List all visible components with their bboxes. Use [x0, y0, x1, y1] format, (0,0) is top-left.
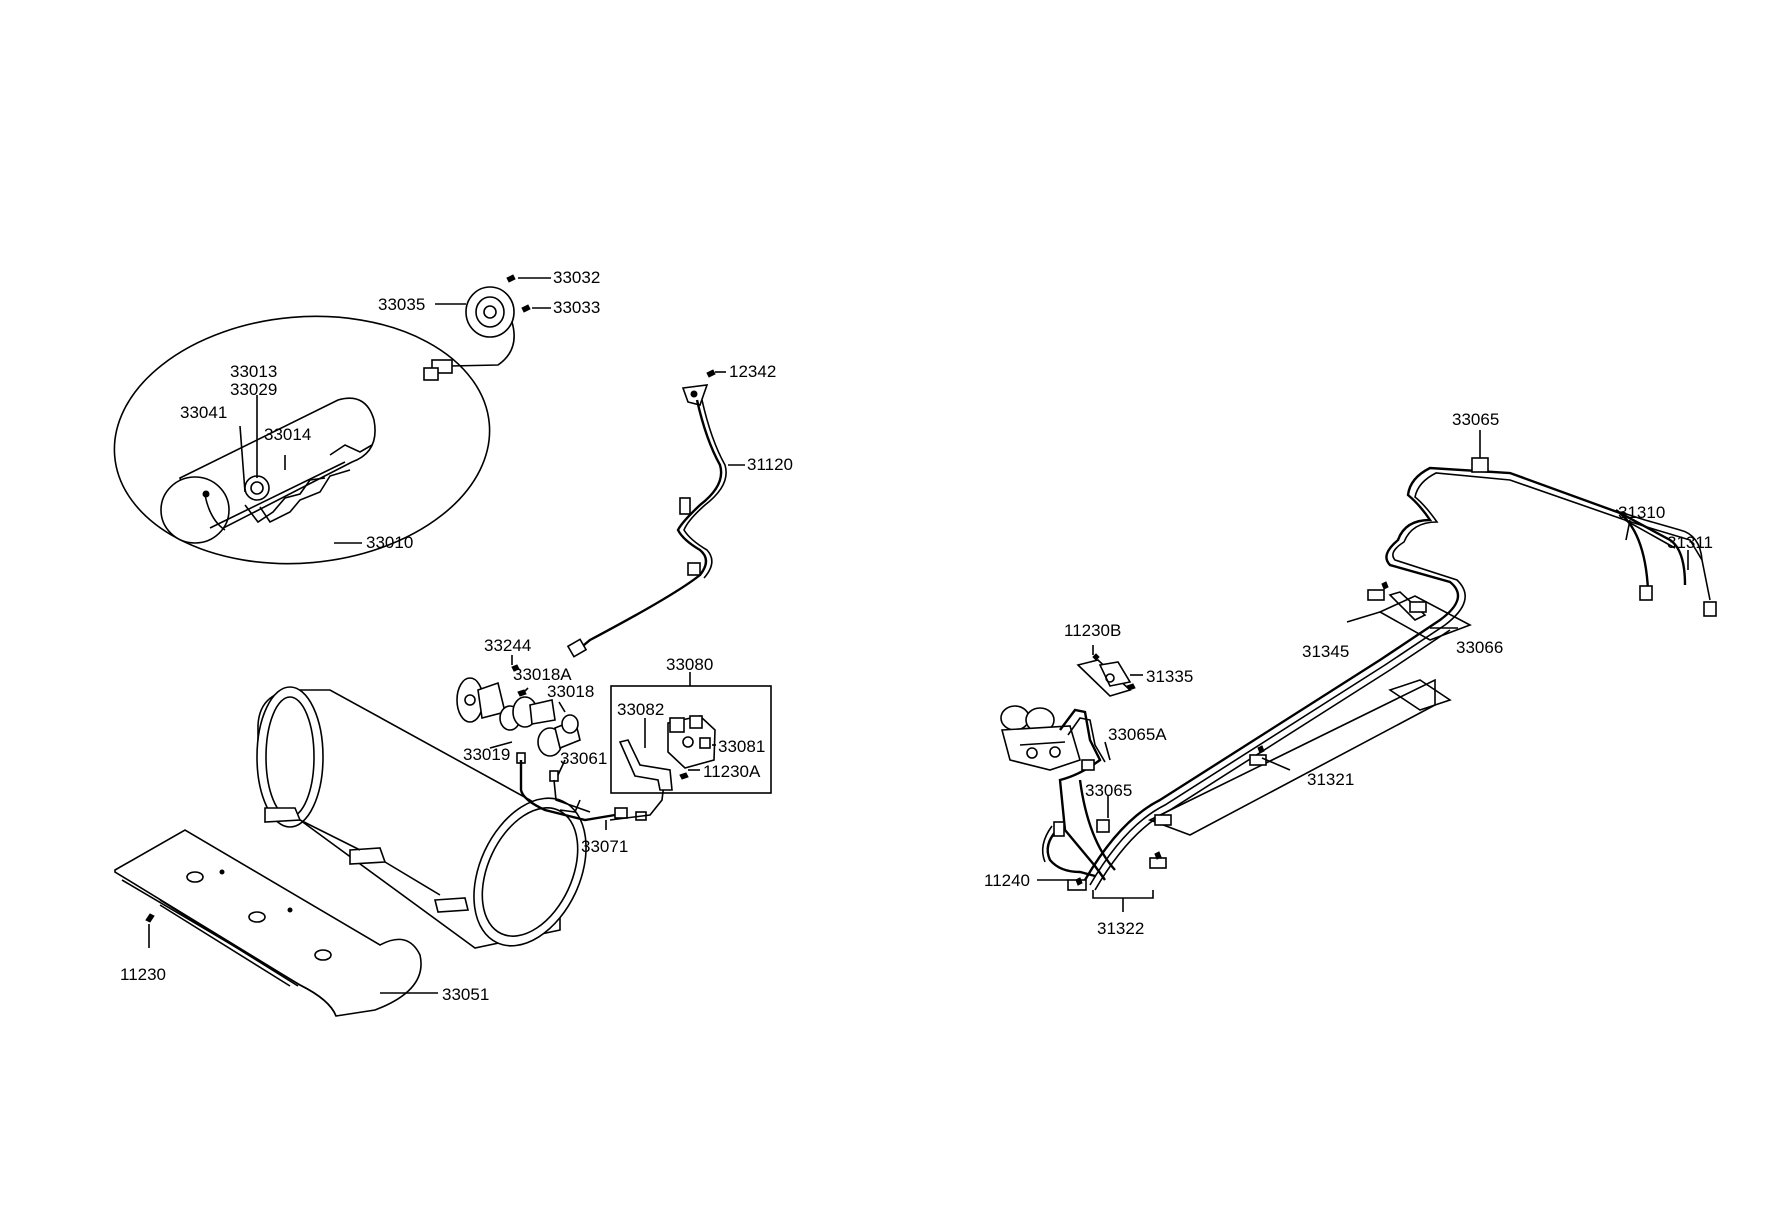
clip-bracket-upper: [1388, 679, 1452, 711]
valve-cluster: [1000, 653, 1136, 881]
label-33018: 33018: [547, 682, 594, 701]
part-number-labels: 33032 33035 33033 12342 33013 33029 3304…: [120, 268, 1713, 1004]
label-33032: 33032: [553, 268, 600, 287]
label-33033: 33033: [553, 298, 600, 317]
label-33244: 33244: [484, 636, 531, 655]
screw-33032: [506, 274, 516, 283]
label-31345: 31345: [1302, 642, 1349, 661]
label-33041: 33041: [180, 403, 227, 422]
label-33029: 33029: [230, 380, 277, 399]
label-31321: 31321: [1307, 770, 1354, 789]
brake-line-run: [1083, 457, 1717, 891]
label-33071: 33071: [581, 837, 628, 856]
clip-bracket-31321: [1147, 678, 1436, 836]
valve-group-box: [610, 685, 772, 794]
label-31120: 31120: [747, 455, 793, 474]
large-air-tank: [256, 686, 587, 949]
clip-bracket-31345: [1378, 595, 1472, 641]
label-12342: 12342: [729, 362, 776, 381]
label-31310: 31310: [1618, 503, 1665, 522]
label-11230B: 11230B: [1064, 621, 1121, 640]
label-33014: 33014: [264, 425, 311, 444]
label-33010: 33010: [366, 533, 413, 552]
label-33035: 33035: [378, 295, 425, 314]
label-33065-mid: 33065: [1085, 781, 1132, 800]
label-31322: 31322: [1097, 919, 1144, 938]
cover-plate: [423, 286, 515, 381]
label-33061: 33061: [560, 749, 607, 768]
fitting-33065-mid: [1096, 819, 1110, 833]
label-31335: 31335: [1146, 667, 1193, 686]
relay-valve: [618, 715, 716, 791]
pipe-11240: [1041, 821, 1167, 891]
tank-shield: [114, 829, 422, 1017]
screw-12342: [706, 369, 716, 378]
label-33065-top: 33065: [1452, 410, 1499, 429]
label-33018A: 33018A: [513, 665, 572, 684]
label-33081: 33081: [718, 737, 765, 756]
detail-callout-ellipse: [113, 315, 491, 565]
label-11230A: 11230A: [703, 762, 761, 781]
label-11240: 11240: [984, 871, 1030, 890]
drain-valve-assembly: [456, 664, 581, 782]
label-33019: 33019: [463, 745, 510, 764]
label-33080: 33080: [666, 655, 713, 674]
label-33051: 33051: [442, 985, 489, 1004]
label-33013: 33013: [230, 362, 277, 381]
label-33066: 33066: [1456, 638, 1503, 657]
label-31311: 31311: [1667, 533, 1713, 552]
bracket-31322: [1092, 890, 1154, 899]
label-11230: 11230: [120, 965, 166, 984]
screw-33033: [521, 304, 531, 313]
bolt-11230: [145, 913, 155, 923]
pipe-31120: [566, 384, 727, 658]
label-33082: 33082: [617, 700, 664, 719]
leader-lines: [148, 277, 1689, 994]
label-33065A: 33065A: [1108, 725, 1167, 744]
clip-bracket-mid: [1388, 591, 1427, 621]
